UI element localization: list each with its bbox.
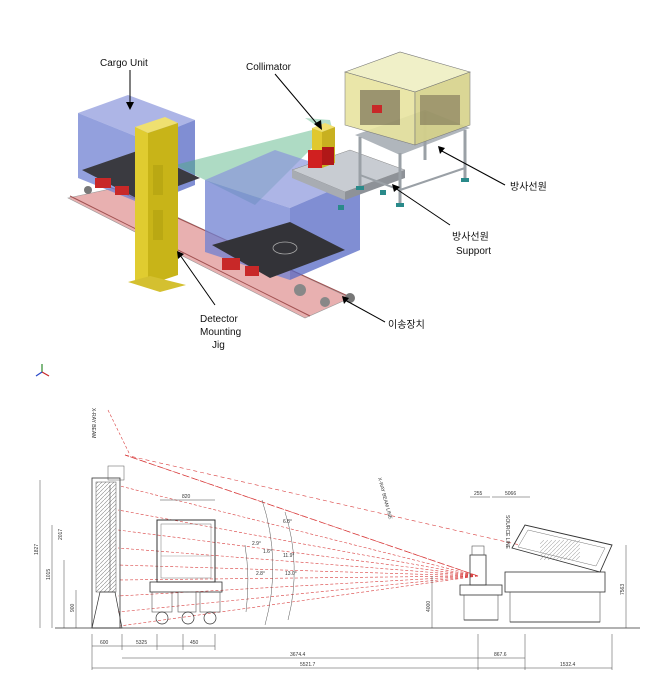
dim-left-b: 1015 xyxy=(46,569,52,580)
trolley-front xyxy=(212,222,355,307)
dim-8676: 867.6 xyxy=(494,652,507,658)
annotation-source-tag: SOURCE LINE xyxy=(504,515,510,550)
angle-a6: 13.0° xyxy=(285,571,297,577)
dim-450: 450 xyxy=(190,640,199,646)
dim-5066: 5066 xyxy=(505,491,516,497)
dim-center-height: 4000 xyxy=(426,601,432,612)
cargo-trolley-drawing xyxy=(149,581,223,625)
detector-jig-label-1: Detector xyxy=(200,314,238,325)
dim-left-d: 900 xyxy=(70,603,76,612)
dim-left-c: 2017 xyxy=(58,529,64,540)
collimator xyxy=(291,123,406,210)
label-transfer-device: 이송장치 xyxy=(342,296,425,331)
dim-36744: 3674.4 xyxy=(290,652,306,658)
detector-jig-label-2: Mounting xyxy=(200,327,241,338)
label-radiation-source: 방사선원 xyxy=(438,146,547,193)
label-source-support: 방사선원 Support xyxy=(392,184,491,257)
source-support-label-1: 방사선원 xyxy=(452,231,489,243)
detector-jig-label-3: Jig xyxy=(212,340,225,351)
engineering-drawing: X-RAY BEAM X-RAY BEAM LINE SOURCE LINE 1… xyxy=(34,408,640,670)
angle-a3: 1.6° xyxy=(263,549,272,555)
source-support-label-2: Support xyxy=(456,246,491,257)
angle-a2: 2.9° xyxy=(252,541,261,547)
dim-right-height: 7563 xyxy=(620,584,626,595)
dim-820: 820 xyxy=(182,494,191,500)
dim-255: 255 xyxy=(474,491,483,497)
detector-jig xyxy=(128,117,186,292)
dim-5325: 5325 xyxy=(136,640,147,646)
illustration-3d: Cargo Unit Collimator 방사선원 방사선원 Support … xyxy=(35,51,547,377)
dim-600: 600 xyxy=(100,640,109,646)
collimator-label: Collimator xyxy=(246,62,292,73)
source-housing-drawing xyxy=(504,524,613,623)
label-detector-jig: Detector Mounting Jig xyxy=(177,251,241,351)
dim-left-a: 1827 xyxy=(34,544,40,555)
transfer-device-label: 이송장치 xyxy=(388,319,425,331)
axis-triad-icon xyxy=(35,364,50,377)
label-cargo-unit: Cargo Unit xyxy=(100,58,148,110)
detector-tower xyxy=(91,465,125,629)
angle-a4: 11.9° xyxy=(283,553,294,559)
dims-bottom xyxy=(91,634,613,670)
cargo-unit-label: Cargo Unit xyxy=(100,58,148,69)
source-housing xyxy=(344,51,471,207)
dims-vertical-left xyxy=(39,480,77,628)
angle-a5: 2.8° xyxy=(256,571,265,577)
source-pedestal-drawing xyxy=(459,545,503,621)
annotation-rays-left: X-RAY BEAM xyxy=(90,408,96,438)
radiation-source-label: 방사선원 xyxy=(510,181,547,193)
cargo-box-drawing xyxy=(156,519,216,583)
dim-55217: 5521.7 xyxy=(300,662,316,668)
dim-15324: 1532.4 xyxy=(560,662,576,668)
angle-a1: 6.8° xyxy=(283,519,292,525)
label-collimator: Collimator xyxy=(246,62,322,130)
